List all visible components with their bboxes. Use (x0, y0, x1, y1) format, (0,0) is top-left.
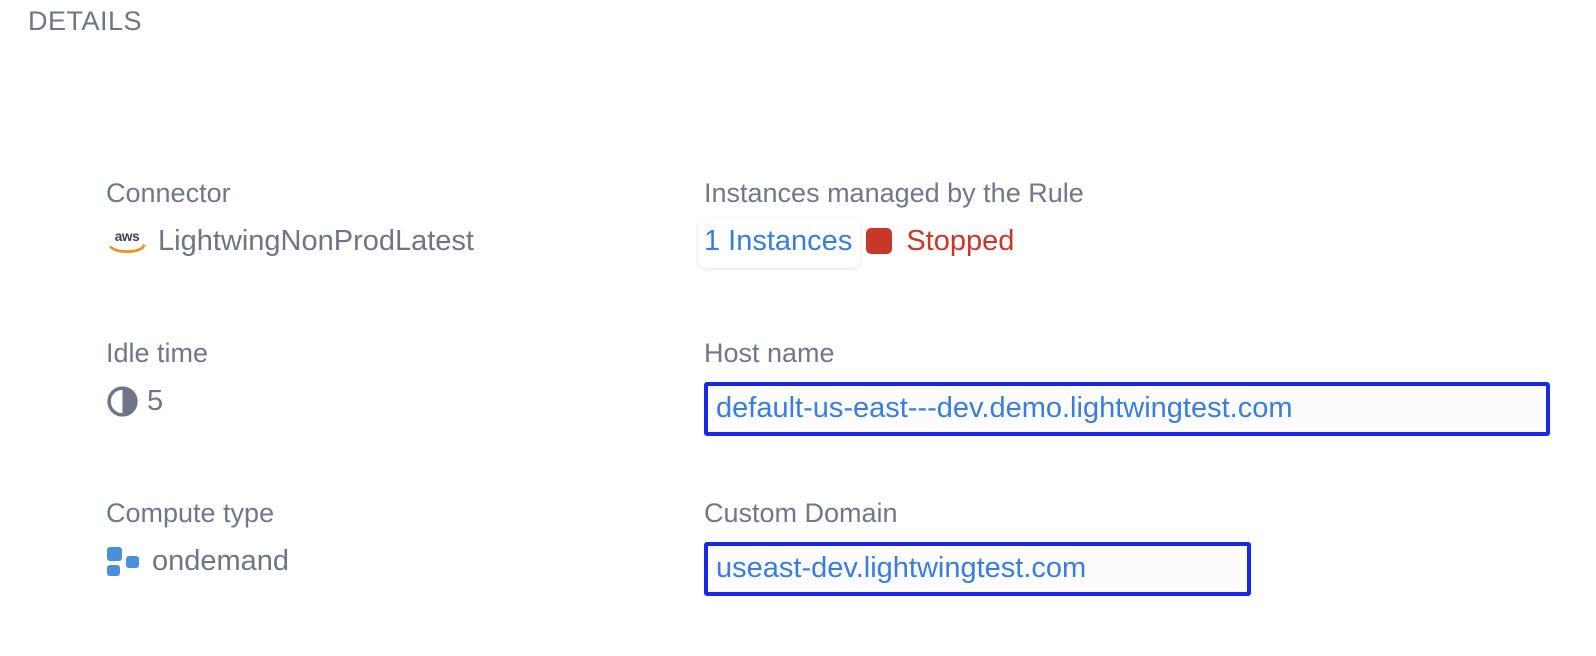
aws-icon: aws (106, 225, 148, 257)
compute-type-label: Compute type (106, 498, 275, 528)
host-name-value-row: default-us-east---dev.demo.lightwingtest… (704, 382, 1550, 436)
instances-label: Instances managed by the Rule (704, 178, 1084, 208)
details-row: Compute type ondemand Custom Domain usea… (0, 496, 1596, 656)
connector-name: LightwingNonProdLatest (158, 225, 474, 257)
host-name-link[interactable]: default-us-east---dev.demo.lightwingtest… (716, 392, 1293, 424)
field-instances: Instances managed by the Rule 1 Instance… (698, 176, 1084, 268)
field-idle-time: Idle time 5 (106, 336, 208, 420)
details-grid: Connector aws LightwingNonProdLatest Ins… (0, 176, 1596, 656)
idle-time-label: Idle time (106, 338, 209, 368)
idle-time-value: 5 (147, 385, 164, 417)
instances-count-chip[interactable]: 1 Instances (698, 218, 861, 268)
custom-domain-label: Custom Domain (704, 498, 898, 528)
page-title: DETAILS (28, 6, 143, 36)
field-compute-type: Compute type ondemand (106, 496, 289, 580)
compute-grid-icon (106, 545, 142, 577)
field-custom-domain: Custom Domain useast-dev.lightwingtest.c… (704, 496, 1251, 596)
host-name-label: Host name (704, 338, 835, 368)
compute-type-value: ondemand (152, 545, 290, 577)
instances-value-row: 1 Instances Stopped (698, 218, 1084, 268)
status-badge: Stopped (906, 225, 1015, 257)
svg-text:aws: aws (115, 229, 140, 244)
field-host-name: Host name default-us-east---dev.demo.lig… (704, 336, 1550, 436)
connector-value-row: aws LightwingNonProdLatest (106, 222, 474, 260)
clock-icon (106, 385, 139, 418)
custom-domain-highlight-box[interactable]: useast-dev.lightwingtest.com (704, 542, 1251, 596)
host-name-highlight-box[interactable]: default-us-east---dev.demo.lightwingtest… (704, 382, 1550, 436)
compute-type-value-row: ondemand (106, 542, 289, 580)
idle-time-value-row: 5 (106, 382, 208, 420)
details-row: Connector aws LightwingNonProdLatest Ins… (0, 176, 1596, 336)
custom-domain-value-row: useast-dev.lightwingtest.com (704, 542, 1251, 596)
instances-count-link[interactable]: 1 Instances (704, 225, 853, 257)
connector-label: Connector (106, 178, 231, 208)
field-connector: Connector aws LightwingNonProdLatest (106, 176, 474, 260)
details-row: Idle time 5 Host name default-us-east---… (0, 336, 1596, 496)
custom-domain-link[interactable]: useast-dev.lightwingtest.com (716, 552, 1087, 584)
status-swatch-icon (866, 228, 893, 254)
